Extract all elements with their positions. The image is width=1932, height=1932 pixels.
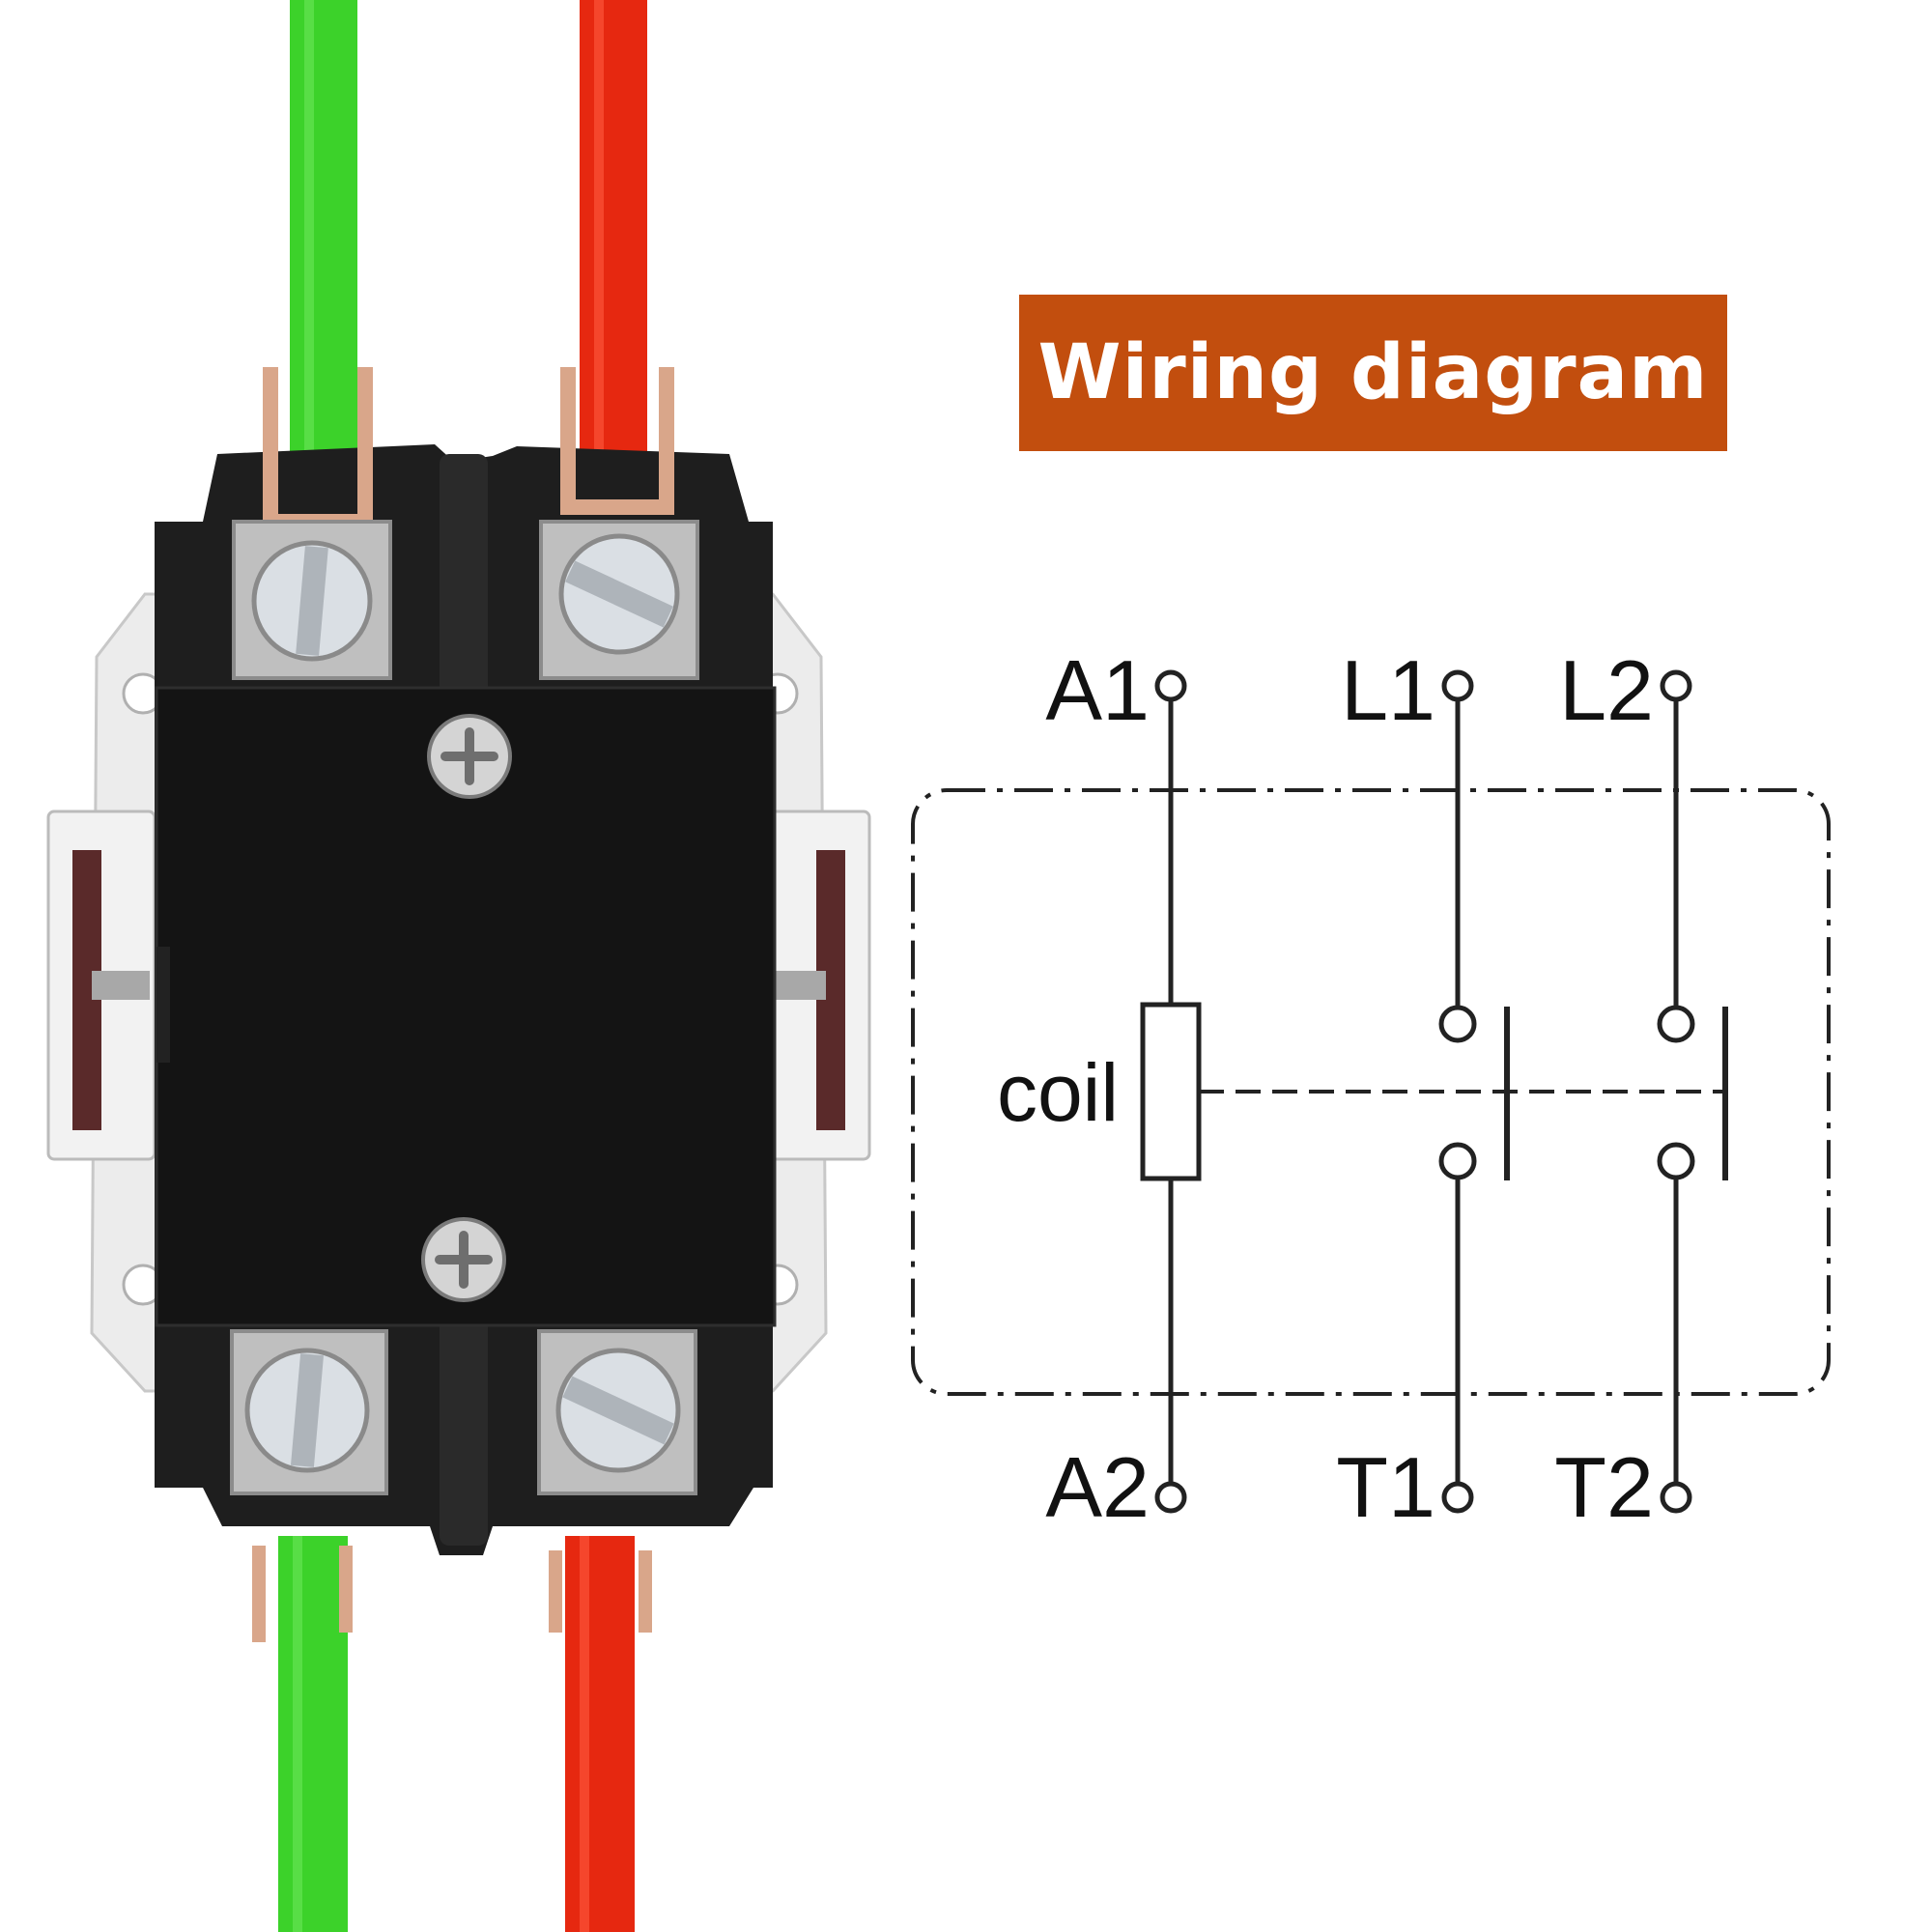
enclosure-boundary — [911, 788, 1831, 1396]
side-contact-right — [761, 810, 871, 1161]
green-wire-bottom — [278, 1536, 348, 1932]
green-wire-top — [290, 0, 357, 454]
contact-point-t2 — [1657, 1142, 1695, 1180]
page-title: Wiring diagram — [1037, 329, 1709, 416]
label-t2: T2 — [1554, 1439, 1654, 1535]
terminal-top-left — [232, 520, 392, 680]
contact-point-t1 — [1438, 1142, 1477, 1180]
schematic-labels: A1 L1 L2 A2 T1 T2 coil — [997, 642, 1654, 1535]
slotted-screw-icon — [251, 540, 373, 662]
contact-point-l1 — [1438, 1005, 1477, 1043]
contactor-illustration — [46, 0, 871, 1932]
terminal-top-right — [539, 520, 699, 680]
slotted-screw-icon — [555, 1348, 681, 1473]
phillips-screw-icon — [427, 714, 512, 799]
terminal-l2 — [1660, 669, 1692, 702]
phillips-screw-icon — [421, 1217, 506, 1302]
title-banner: Wiring diagram — [1019, 295, 1727, 451]
title-banner-bg — [1019, 295, 1727, 451]
slotted-screw-icon — [558, 533, 680, 655]
red-wire-bottom — [565, 1536, 635, 1932]
label-a2: A2 — [1045, 1439, 1150, 1535]
label-t1: T1 — [1336, 1439, 1435, 1535]
terminal-bottom-left — [230, 1329, 388, 1495]
terminal-bottom-right — [537, 1329, 697, 1495]
terminal-a1 — [1154, 669, 1187, 702]
label-coil: coil — [997, 1047, 1119, 1138]
coil-symbol — [1140, 1002, 1202, 1181]
copper-tab — [560, 367, 674, 515]
terminal-t1 — [1441, 1481, 1474, 1514]
side-contact-left — [46, 810, 156, 1161]
schematic — [911, 669, 1831, 1514]
label-l1: L1 — [1341, 642, 1435, 738]
slotted-screw-icon — [244, 1348, 370, 1473]
copper-tab — [549, 1550, 652, 1633]
copper-tab — [252, 1546, 353, 1642]
label-l2: L2 — [1559, 642, 1654, 738]
terminal-a2 — [1154, 1481, 1187, 1514]
terminal-t2 — [1660, 1481, 1692, 1514]
contact-point-l2 — [1657, 1005, 1695, 1043]
red-wire-top — [580, 0, 647, 454]
label-a1: A1 — [1045, 642, 1150, 738]
terminal-l1 — [1441, 669, 1474, 702]
